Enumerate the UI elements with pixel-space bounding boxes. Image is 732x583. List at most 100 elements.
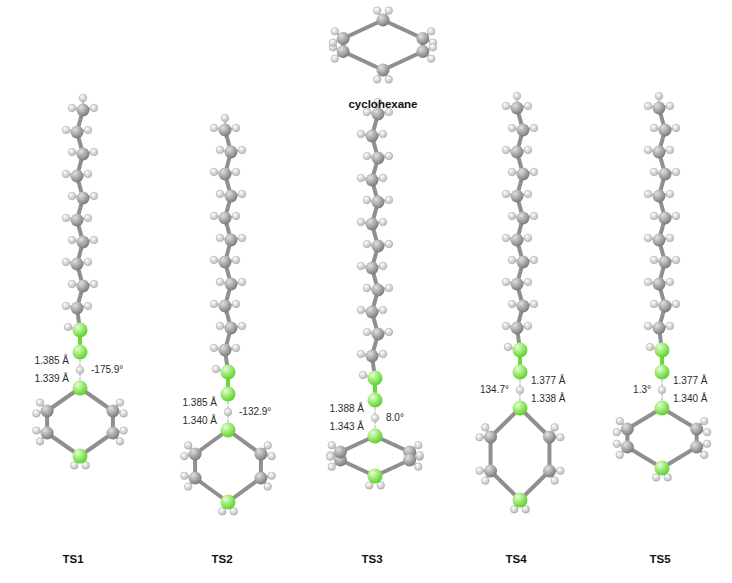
highlighted-atom bbox=[73, 381, 88, 396]
hydrogen-atom bbox=[666, 322, 674, 330]
hydrogen-atom bbox=[379, 130, 387, 138]
hydrogen-atom bbox=[76, 366, 84, 374]
hydrogen-atom bbox=[427, 55, 435, 63]
hydrogen-atom bbox=[482, 424, 490, 432]
highlighted-atom bbox=[513, 493, 528, 508]
hydrogen-atom bbox=[557, 467, 565, 475]
hydrogen-atom bbox=[385, 152, 393, 160]
highlighted-atom bbox=[73, 449, 88, 464]
hydrogen-atom bbox=[238, 146, 246, 154]
carbon-atom bbox=[517, 124, 530, 137]
hydrogen-atom bbox=[385, 240, 393, 248]
hydrogen-atom bbox=[210, 212, 218, 220]
hydrogen-atom bbox=[33, 427, 41, 435]
carbon-atom bbox=[219, 168, 232, 181]
hydrogen-atom bbox=[232, 300, 240, 308]
hydrogen-atom bbox=[502, 278, 510, 286]
hydrogen-atom bbox=[530, 124, 538, 132]
carbon-atom bbox=[41, 427, 54, 440]
highlighted-atom bbox=[368, 469, 383, 484]
hydrogen-atom bbox=[363, 328, 371, 336]
hydrogen-atom bbox=[414, 463, 422, 471]
carbon-atom bbox=[653, 102, 666, 115]
carbon-atom bbox=[653, 322, 666, 335]
carbon-atom bbox=[416, 32, 429, 45]
carbon-atom bbox=[372, 240, 385, 253]
carbon-atom bbox=[225, 322, 238, 335]
atom-bond bbox=[343, 52, 383, 71]
carbon-atom bbox=[77, 280, 90, 293]
highlighted-atom bbox=[368, 371, 383, 386]
dihedral-angle: -175.9° bbox=[90, 364, 124, 376]
carbon-atom bbox=[372, 328, 385, 341]
hydrogen-atom bbox=[502, 234, 510, 242]
hydrogen-atom bbox=[666, 190, 674, 198]
hydrogen-atom bbox=[90, 104, 98, 112]
hydrogen-atom bbox=[84, 126, 92, 134]
carbon-atom bbox=[653, 278, 666, 291]
hydrogen-atom bbox=[64, 323, 72, 331]
hydrogen-atom bbox=[385, 76, 393, 84]
hydrogen-atom bbox=[504, 343, 512, 351]
carbon-atom bbox=[366, 174, 379, 187]
structure-label: TS4 bbox=[504, 552, 527, 566]
hydrogen-atom bbox=[62, 170, 70, 178]
highlighted-atom bbox=[73, 345, 88, 360]
hydrogen-atom bbox=[116, 399, 124, 407]
carbon-atom bbox=[225, 278, 238, 291]
hydrogen-atom bbox=[221, 114, 229, 122]
hydrogen-atom bbox=[613, 440, 621, 448]
carbon-atom bbox=[517, 256, 530, 269]
hydrogen-atom bbox=[232, 124, 240, 132]
dihedral-angle: 8.0° bbox=[385, 412, 405, 424]
hydrogen-atom bbox=[268, 452, 276, 460]
hydrogen-atom bbox=[36, 438, 44, 446]
hydrogen-atom bbox=[551, 477, 559, 485]
carbon-atom bbox=[372, 196, 385, 209]
hydrogen-atom bbox=[644, 190, 652, 198]
hydrogen-atom bbox=[650, 212, 658, 220]
hydrogen-atom bbox=[650, 300, 658, 308]
hydrogen-atom bbox=[672, 256, 680, 264]
hydrogen-atom bbox=[616, 451, 624, 459]
carbon-atom bbox=[254, 448, 267, 461]
hydrogen-atom bbox=[524, 322, 532, 330]
hydrogen-atom bbox=[379, 218, 387, 226]
hydrogen-atom bbox=[210, 344, 218, 352]
hydrogen-atom bbox=[644, 234, 652, 242]
highlighted-atom bbox=[655, 461, 670, 476]
hydrogen-atom bbox=[476, 467, 484, 475]
carbon-atom bbox=[511, 278, 524, 291]
hydrogen-atom bbox=[232, 256, 240, 264]
highlighted-atom bbox=[513, 343, 528, 358]
hydrogen-atom bbox=[232, 344, 240, 352]
bond-length: 1.385 Å bbox=[182, 397, 218, 409]
hydrogen-atom bbox=[530, 212, 538, 220]
carbon-atom bbox=[511, 190, 524, 203]
hydrogen-atom bbox=[385, 196, 393, 204]
highlighted-atom bbox=[655, 343, 670, 358]
hydrogen-atom bbox=[120, 410, 128, 418]
hydrogen-atom bbox=[224, 408, 232, 416]
carbon-atom bbox=[517, 300, 530, 313]
highlighted-atom bbox=[513, 401, 528, 416]
hydrogen-atom bbox=[416, 452, 424, 460]
carbon-atom bbox=[511, 322, 524, 335]
carbon-atom bbox=[659, 124, 672, 137]
hydrogen-atom bbox=[508, 300, 516, 308]
bond-length: 1.339 Å bbox=[34, 373, 70, 385]
hydrogen-atom bbox=[502, 102, 510, 110]
hydrogen-atom bbox=[68, 148, 76, 156]
hydrogen-atom bbox=[363, 196, 371, 204]
bond-length: 1.340 Å bbox=[672, 393, 708, 405]
hydrogen-atom bbox=[238, 234, 246, 242]
carbon-atom bbox=[219, 212, 232, 225]
carbon-atom bbox=[690, 441, 703, 454]
carbon-atom bbox=[484, 465, 497, 478]
hydrogen-atom bbox=[429, 44, 437, 52]
hydrogen-atom bbox=[476, 433, 484, 441]
hydrogen-atom bbox=[84, 258, 92, 266]
carbon-atom bbox=[543, 465, 556, 478]
hydrogen-atom bbox=[644, 146, 652, 154]
